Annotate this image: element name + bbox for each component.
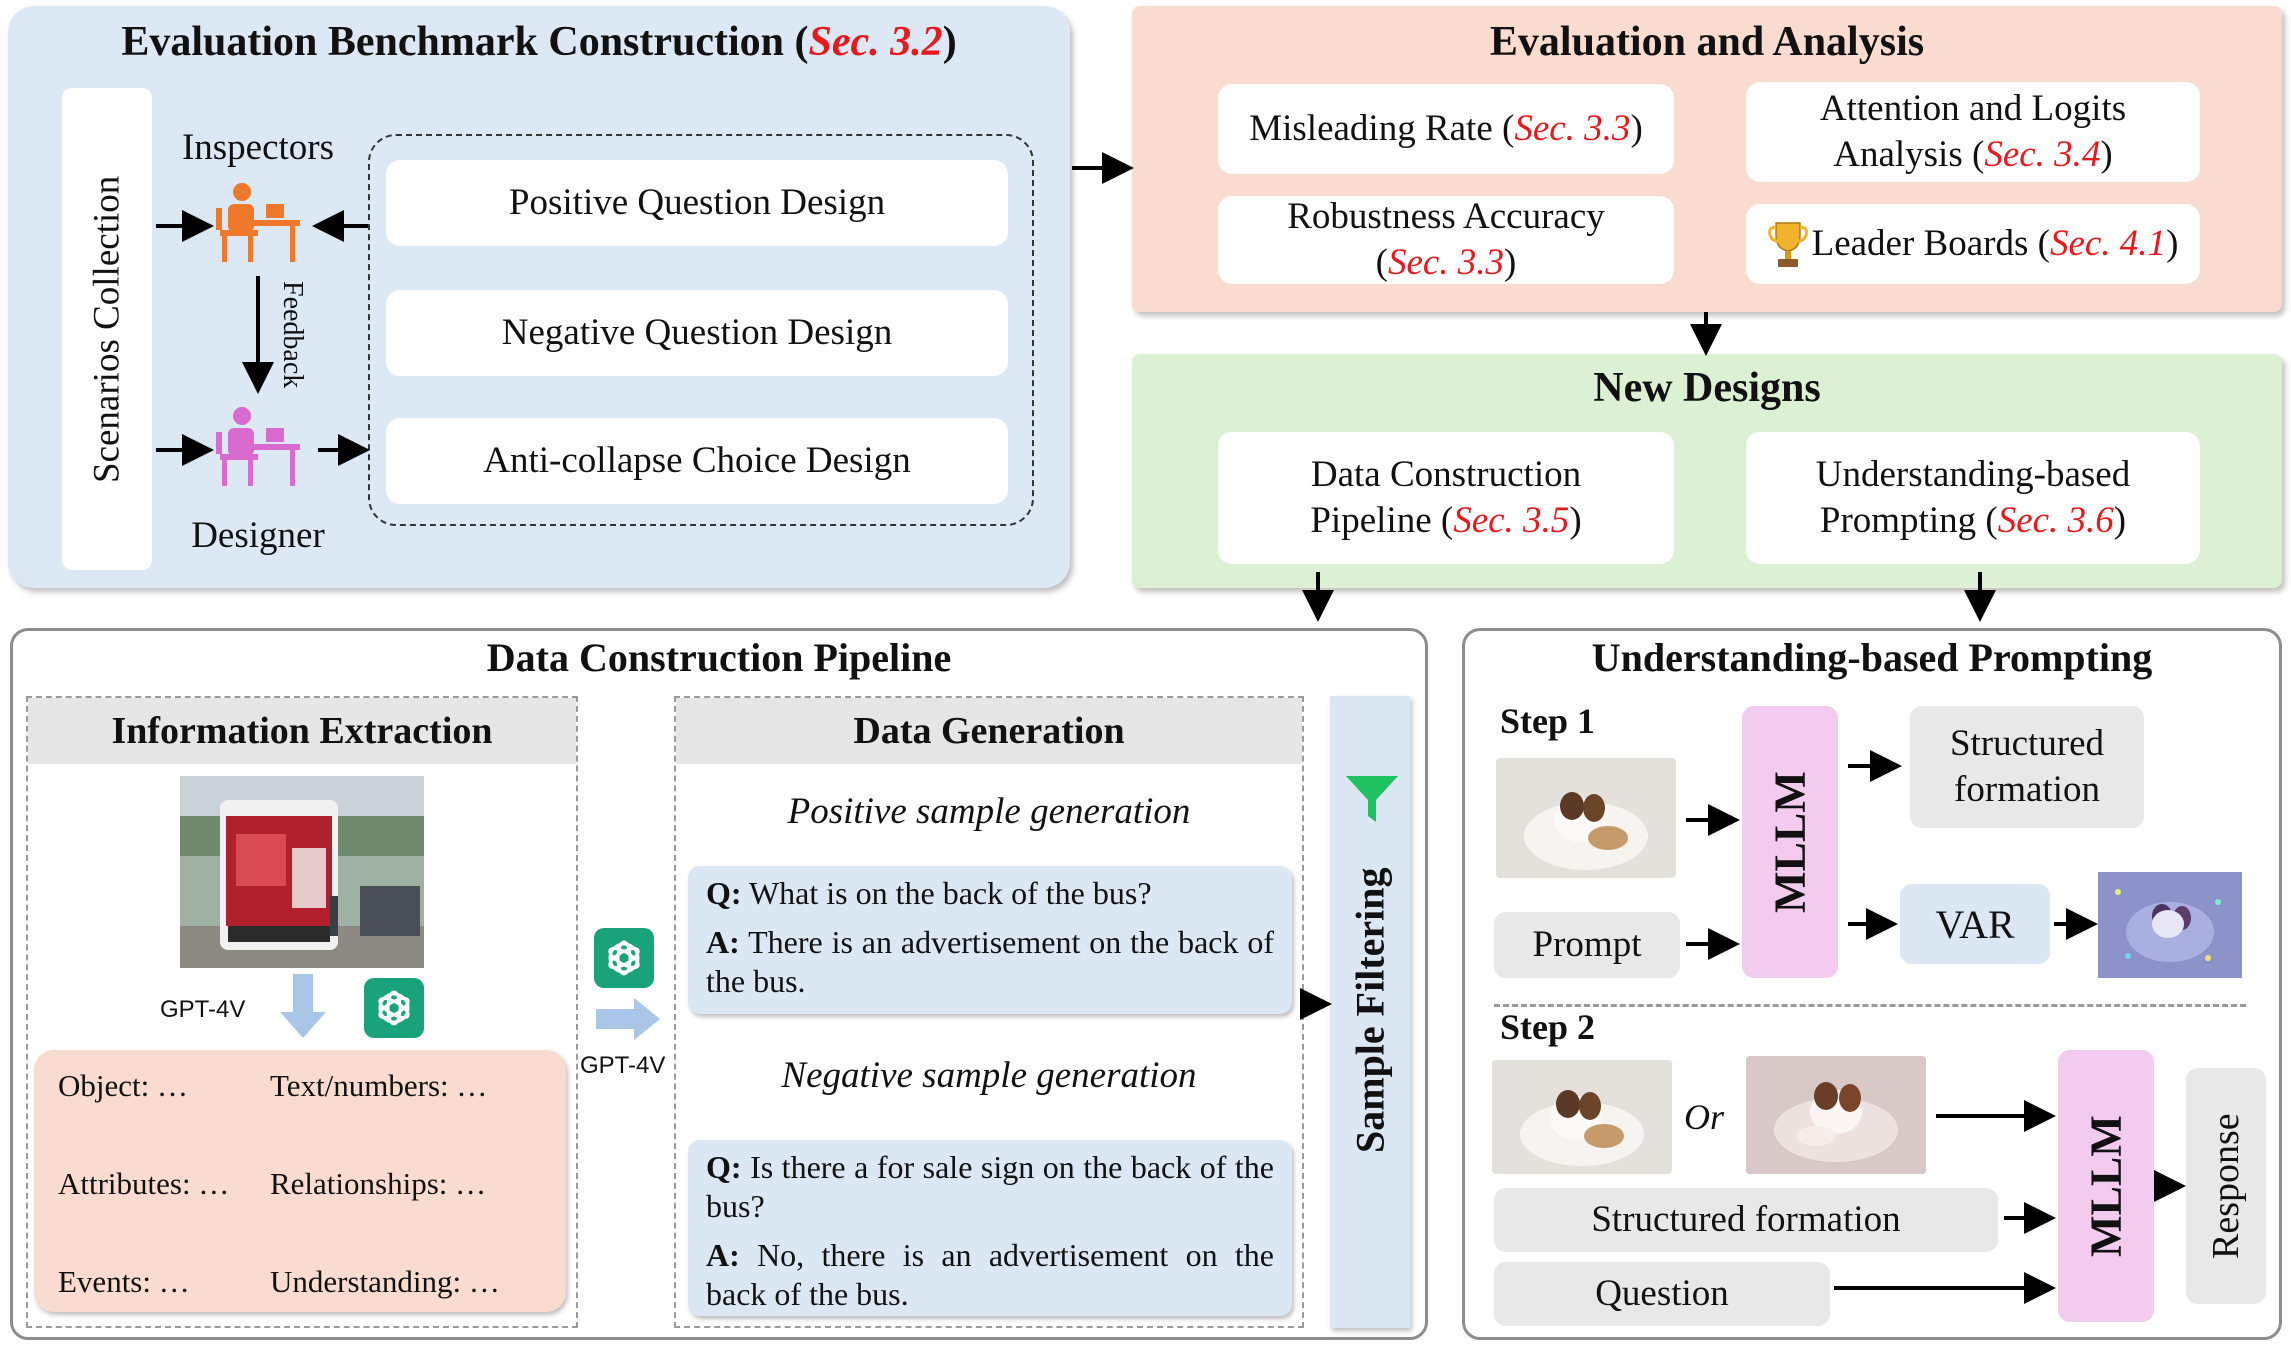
extracted-fields-box	[34, 1050, 566, 1312]
var-box: VAR	[1900, 884, 2050, 964]
var-image	[2098, 872, 2242, 978]
field-attributes: Attributes: …	[58, 1166, 230, 1201]
var-output-photo	[2098, 872, 2242, 978]
designer-person-icon	[216, 407, 300, 486]
gpt4v-label-generation: GPT-4V	[580, 1052, 666, 1079]
item-text: Understanding-based Prompting (	[1815, 453, 2131, 541]
negative-question-design: Negative Question Design	[386, 290, 1008, 376]
step-divider	[1494, 1004, 2246, 1007]
designer-label: Designer	[191, 515, 325, 556]
title-text: Evaluation Benchmark Construction (	[121, 19, 809, 65]
filter-funnel-icon	[1346, 776, 1398, 822]
anti-collapse-choice-design: Anti-collapse Choice Design	[386, 418, 1008, 504]
robustness-accuracy-box: Robustness Accuracy (Sec. 3.3)	[1218, 196, 1674, 284]
dog-photo-var	[1746, 1056, 1926, 1174]
trophy-icon	[1767, 222, 1808, 267]
attention-logits-box: Attention and Logits Analysis (Sec. 3.4)	[1746, 82, 2200, 182]
scenarios-collection-box	[62, 88, 152, 570]
item-end: )	[2166, 222, 2179, 264]
a-label: A:	[706, 924, 740, 961]
bus-photo	[180, 776, 424, 968]
item-end: )	[1504, 242, 1517, 283]
chatgpt-icon	[364, 978, 424, 1038]
negative-answer: No, there is an advertisement on the bac…	[706, 1237, 1275, 1313]
item-text: Misleading Rate (	[1249, 107, 1515, 149]
understanding-prompting-title: Understanding-based Prompting	[1591, 635, 2153, 680]
section-ref: Sec. 3.3	[1387, 242, 1505, 283]
mllm-label-step1: MLLM	[1765, 771, 1815, 913]
dog-photo	[1496, 758, 1676, 878]
section-ref: Sec. 3.2	[808, 19, 943, 65]
sample-filtering-label: Sample Filtering	[1347, 867, 1393, 1153]
positive-answer: There is an advertisement on the back of…	[706, 924, 1275, 1000]
section-ref: Sec. 3.6	[1997, 500, 2114, 541]
structured-formation-box: Structured formation	[1910, 706, 2144, 828]
gpt4v-label-extraction: GPT-4V	[160, 996, 246, 1023]
negative-question: Is there a for sale sign on the back of …	[706, 1149, 1275, 1225]
mllm-box-step1	[1742, 706, 1838, 978]
title-end: )	[942, 19, 957, 65]
item-text: Attention and Logits Analysis (	[1819, 87, 2127, 175]
scenarios-collection-label: Scenarios Collection	[86, 175, 128, 483]
section-ref: Sec. 3.3	[1514, 107, 1631, 149]
inspectors-label: Inspectors	[181, 127, 335, 168]
item-text: Robustness Accuracy (	[1287, 195, 1605, 283]
positive-question-design: Positive Question Design	[386, 160, 1008, 246]
mllm-label-step2: MLLM	[2081, 1115, 2131, 1257]
misleading-rate-box: Misleading Rate (Sec. 3.3)	[1218, 84, 1674, 174]
item-end: )	[1630, 107, 1643, 149]
item-text: Data Construction Pipeline (	[1310, 453, 1582, 541]
dog-image	[1492, 1060, 1672, 1174]
new-designs-title: New Designs	[1593, 365, 1821, 411]
data-construction-pipeline-box: Data Construction Pipeline (Sec. 3.5)	[1218, 432, 1674, 564]
a-label: A:	[706, 1237, 740, 1274]
feedback-label: Feedback	[277, 281, 308, 389]
data-construction-pipeline-title: Data Construction Pipeline	[486, 635, 952, 680]
negative-sample-title: Negative sample generation	[781, 1055, 1197, 1096]
prompt-box: Prompt	[1494, 912, 1680, 978]
section-ref: Sec. 3.5	[1453, 500, 1570, 541]
information-extraction-group	[26, 696, 578, 1328]
data-generation-title: Data Generation	[676, 698, 1302, 764]
field-object: Object: …	[58, 1068, 188, 1103]
q-label: Q:	[706, 875, 742, 911]
response-box	[2186, 1068, 2266, 1304]
understanding-prompting-box: Understanding-based Prompting (Sec. 3.6)	[1746, 432, 2200, 564]
dog-photo-original	[1492, 1060, 1672, 1174]
positive-sample-title: Positive sample generation	[787, 791, 1191, 832]
field-events: Events: …	[58, 1264, 190, 1299]
right-arrow-icon	[596, 998, 660, 1040]
field-relationships: Relationships: …	[270, 1166, 487, 1201]
q-label: Q:	[706, 1149, 742, 1185]
question-design-group	[368, 134, 1034, 526]
item-text: Leader Boards (	[1811, 222, 2050, 264]
chatgpt-icon	[594, 928, 654, 988]
step2-label: Step 2	[1500, 1007, 1596, 1047]
structured-formation-input: Structured formation	[1494, 1188, 1998, 1252]
dog-image	[1746, 1056, 1926, 1174]
question-input: Question	[1494, 1262, 1830, 1326]
step1-label: Step 1	[1500, 701, 1596, 741]
down-arrow-icon	[280, 974, 326, 1038]
negative-sample-box: Q: Is there a for sale sign on the back …	[688, 1140, 1292, 1316]
response-label: Response	[2205, 1113, 2247, 1259]
or-label: Or	[1684, 1097, 1725, 1137]
item-end: )	[2100, 134, 2113, 175]
benchmark-construction-title: Evaluation Benchmark Construction (Sec. …	[8, 18, 1070, 66]
evaluation-analysis-title: Evaluation and Analysis	[1489, 19, 1925, 65]
field-text-numbers: Text/numbers: …	[270, 1068, 488, 1103]
inspector-person-icon	[216, 183, 300, 262]
mllm-box-step2	[2058, 1050, 2154, 1322]
positive-question: What is on the back of the bus?	[748, 875, 1152, 911]
item-end: )	[2113, 500, 2127, 541]
leader-boards-box: Leader Boards (Sec. 4.1)	[1746, 204, 2200, 284]
item-end: )	[1569, 500, 1582, 541]
positive-sample-box: Q: What is on the back of the bus? A: Th…	[688, 866, 1292, 1014]
field-understanding: Understanding: …	[270, 1264, 500, 1299]
section-ref: Sec. 4.1	[2049, 222, 2167, 264]
section-ref: Sec. 3.4	[1984, 134, 2101, 175]
information-extraction-title: Information Extraction	[28, 698, 576, 764]
dog-image	[1496, 758, 1676, 878]
